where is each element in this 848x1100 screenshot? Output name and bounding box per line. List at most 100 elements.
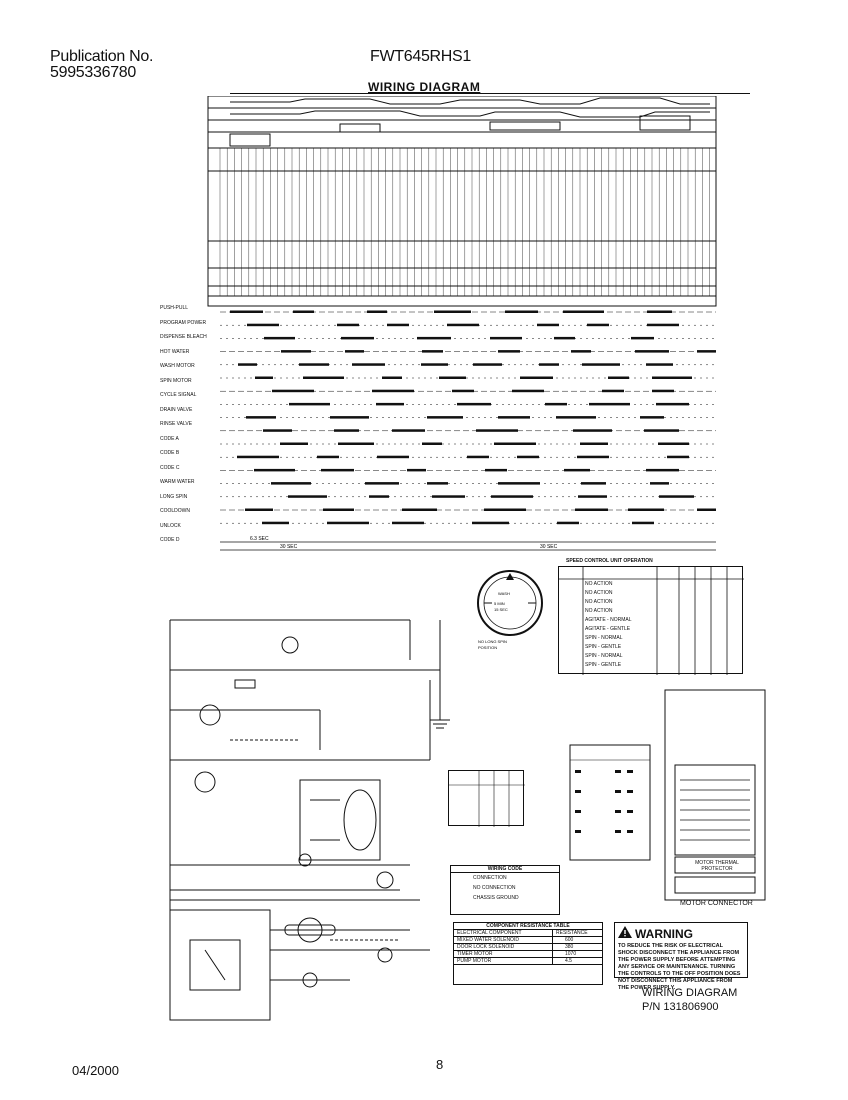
timer-on-segment: [369, 495, 389, 498]
timer-on-segment: [473, 363, 502, 366]
timer-on-segment: [263, 429, 292, 432]
schematic-svg: [169, 619, 450, 1021]
timer-on-segment: [317, 455, 339, 459]
timer-row-label: LONG SPIN: [160, 493, 188, 500]
resistance-row: MIXED WATER SOLENOID 600: [454, 937, 602, 944]
publication-label: Publication No.: [50, 48, 154, 65]
timer-on-segment: [372, 389, 414, 393]
wiring-code-item: CHASSIS GROUND: [473, 895, 519, 901]
resistance-component-value: 1070: [565, 951, 577, 957]
timer-on-segment: [697, 350, 716, 353]
resistance-component-value: 600: [565, 937, 574, 943]
timer-row-label: DRAIN VALVE: [160, 406, 193, 413]
timer-sequence-chart: 30 SEC 30 SEC 6.3 SEC: [140, 95, 730, 566]
resistance-component-name: DOOR LOCK SOLENOID: [454, 944, 553, 950]
timer-on-segment: [635, 350, 669, 353]
timer-on-segment: [345, 350, 364, 353]
timer-on-segment: [281, 350, 311, 353]
timer-on-segment: [602, 389, 624, 393]
resistance-component-name: MIXED WATER SOLENOID: [454, 937, 553, 943]
timer-on-segment: [578, 495, 607, 498]
timer-on-segment: [472, 521, 509, 525]
timer-on-segment: [392, 521, 424, 525]
timer-on-segment: [452, 389, 474, 393]
timer-on-segment: [402, 508, 437, 511]
timer-on-segment: [573, 429, 612, 432]
timer-row-label: UNLOCK: [160, 522, 181, 529]
timer-on-segment: [554, 336, 575, 340]
timer-on-segment: [367, 310, 387, 313]
timer-on-segment: [652, 389, 674, 393]
timer-on-segment: [422, 350, 443, 353]
timer-on-segment: [288, 495, 327, 498]
timer-on-segment: [652, 376, 692, 379]
timer-on-segment: [407, 468, 426, 472]
speed-table-row: NO ACTION: [585, 599, 613, 605]
timer-on-segment: [237, 455, 279, 459]
timer-on-segment: [632, 521, 654, 525]
timer-on-segment: [520, 376, 553, 379]
timer-on-segment: [476, 429, 518, 432]
wiring-code-item: CONNECTION: [473, 875, 507, 881]
speed-table-row: NO ACTION: [585, 608, 613, 614]
resistance-table-title: COMPONENT RESISTANCE TABLE: [454, 923, 602, 930]
timer-on-segment: [647, 323, 679, 327]
timer-row-label: DISPENSE BLEACH: [160, 334, 207, 340]
timer-on-segment: [245, 508, 273, 511]
timer-on-segment: [490, 336, 522, 340]
timer-on-segment: [321, 468, 354, 472]
timer-row-label: CYCLE SIGNAL: [160, 392, 197, 398]
wiring-code-title: WIRING CODE: [451, 866, 559, 873]
footer-part-number: P/N 131806900: [642, 1001, 719, 1013]
timer-on-segment: [457, 402, 491, 406]
speed-table-row: SPIN - GENTLE: [585, 662, 622, 668]
timer-on-segment: [432, 495, 465, 498]
timer-on-segment: [659, 495, 694, 498]
timer-on-segment: [640, 416, 664, 419]
speed-table-row: NO ACTION: [585, 581, 613, 587]
resistance-col-value: RESISTANCE: [556, 930, 588, 936]
timer-on-segment: [539, 363, 559, 366]
timer-on-segment: [608, 376, 629, 379]
timer-on-segment: [280, 442, 308, 445]
timer-row-label: CODE B: [160, 450, 180, 456]
motor-diagram: MOTOR THERMAL PROTECTOR: [660, 685, 770, 910]
component-resistance-table: COMPONENT RESISTANCE TABLE ELECTRICAL CO…: [453, 922, 603, 985]
page-number: 8: [436, 1057, 444, 1072]
timer-on-segment: [272, 389, 314, 393]
publication-number: 5995336780: [50, 64, 136, 81]
timer-row-label: CODE D: [160, 537, 180, 543]
resistance-component-name: TIMER MOTOR: [454, 951, 553, 957]
timer-row-label: SPIN MOTOR: [160, 377, 192, 384]
timer-on-segment: [262, 521, 289, 525]
timer-on-segment: [289, 402, 330, 406]
timer-on-segment: [498, 350, 520, 353]
timer-on-segment: [327, 521, 369, 525]
warning-triangle-icon: [618, 925, 632, 943]
speed-table-row: AGITATE - NORMAL: [585, 617, 632, 623]
timer-on-segment: [238, 363, 257, 366]
timer-on-segment: [494, 442, 536, 445]
timer-on-segment: [587, 323, 609, 327]
timer-on-segment: [650, 482, 669, 485]
timer-on-segment: [427, 416, 463, 419]
timer-on-segment: [498, 416, 530, 419]
svg-text:NO LONG SPIN: NO LONG SPIN: [478, 639, 507, 644]
timer-on-segment: [293, 310, 314, 313]
timer-on-segment: [352, 363, 385, 366]
timer-on-segment: [376, 402, 404, 406]
timer-row-label: HOT WATER: [160, 348, 190, 355]
motor-thermal-protector-label: MOTOR THERMAL PROTECTOR: [695, 860, 739, 872]
speed-table-row: SPIN - NORMAL: [585, 653, 623, 659]
timer-row-label: COOLDOWN: [160, 508, 190, 514]
footer-date: 04/2000: [72, 1063, 119, 1078]
timer-chart-svg: 30 SEC 30 SEC 6.3 SEC: [207, 95, 717, 551]
timer-on-segment: [330, 416, 369, 419]
speed-table-row: AGITATE - GENTLE: [585, 626, 631, 632]
